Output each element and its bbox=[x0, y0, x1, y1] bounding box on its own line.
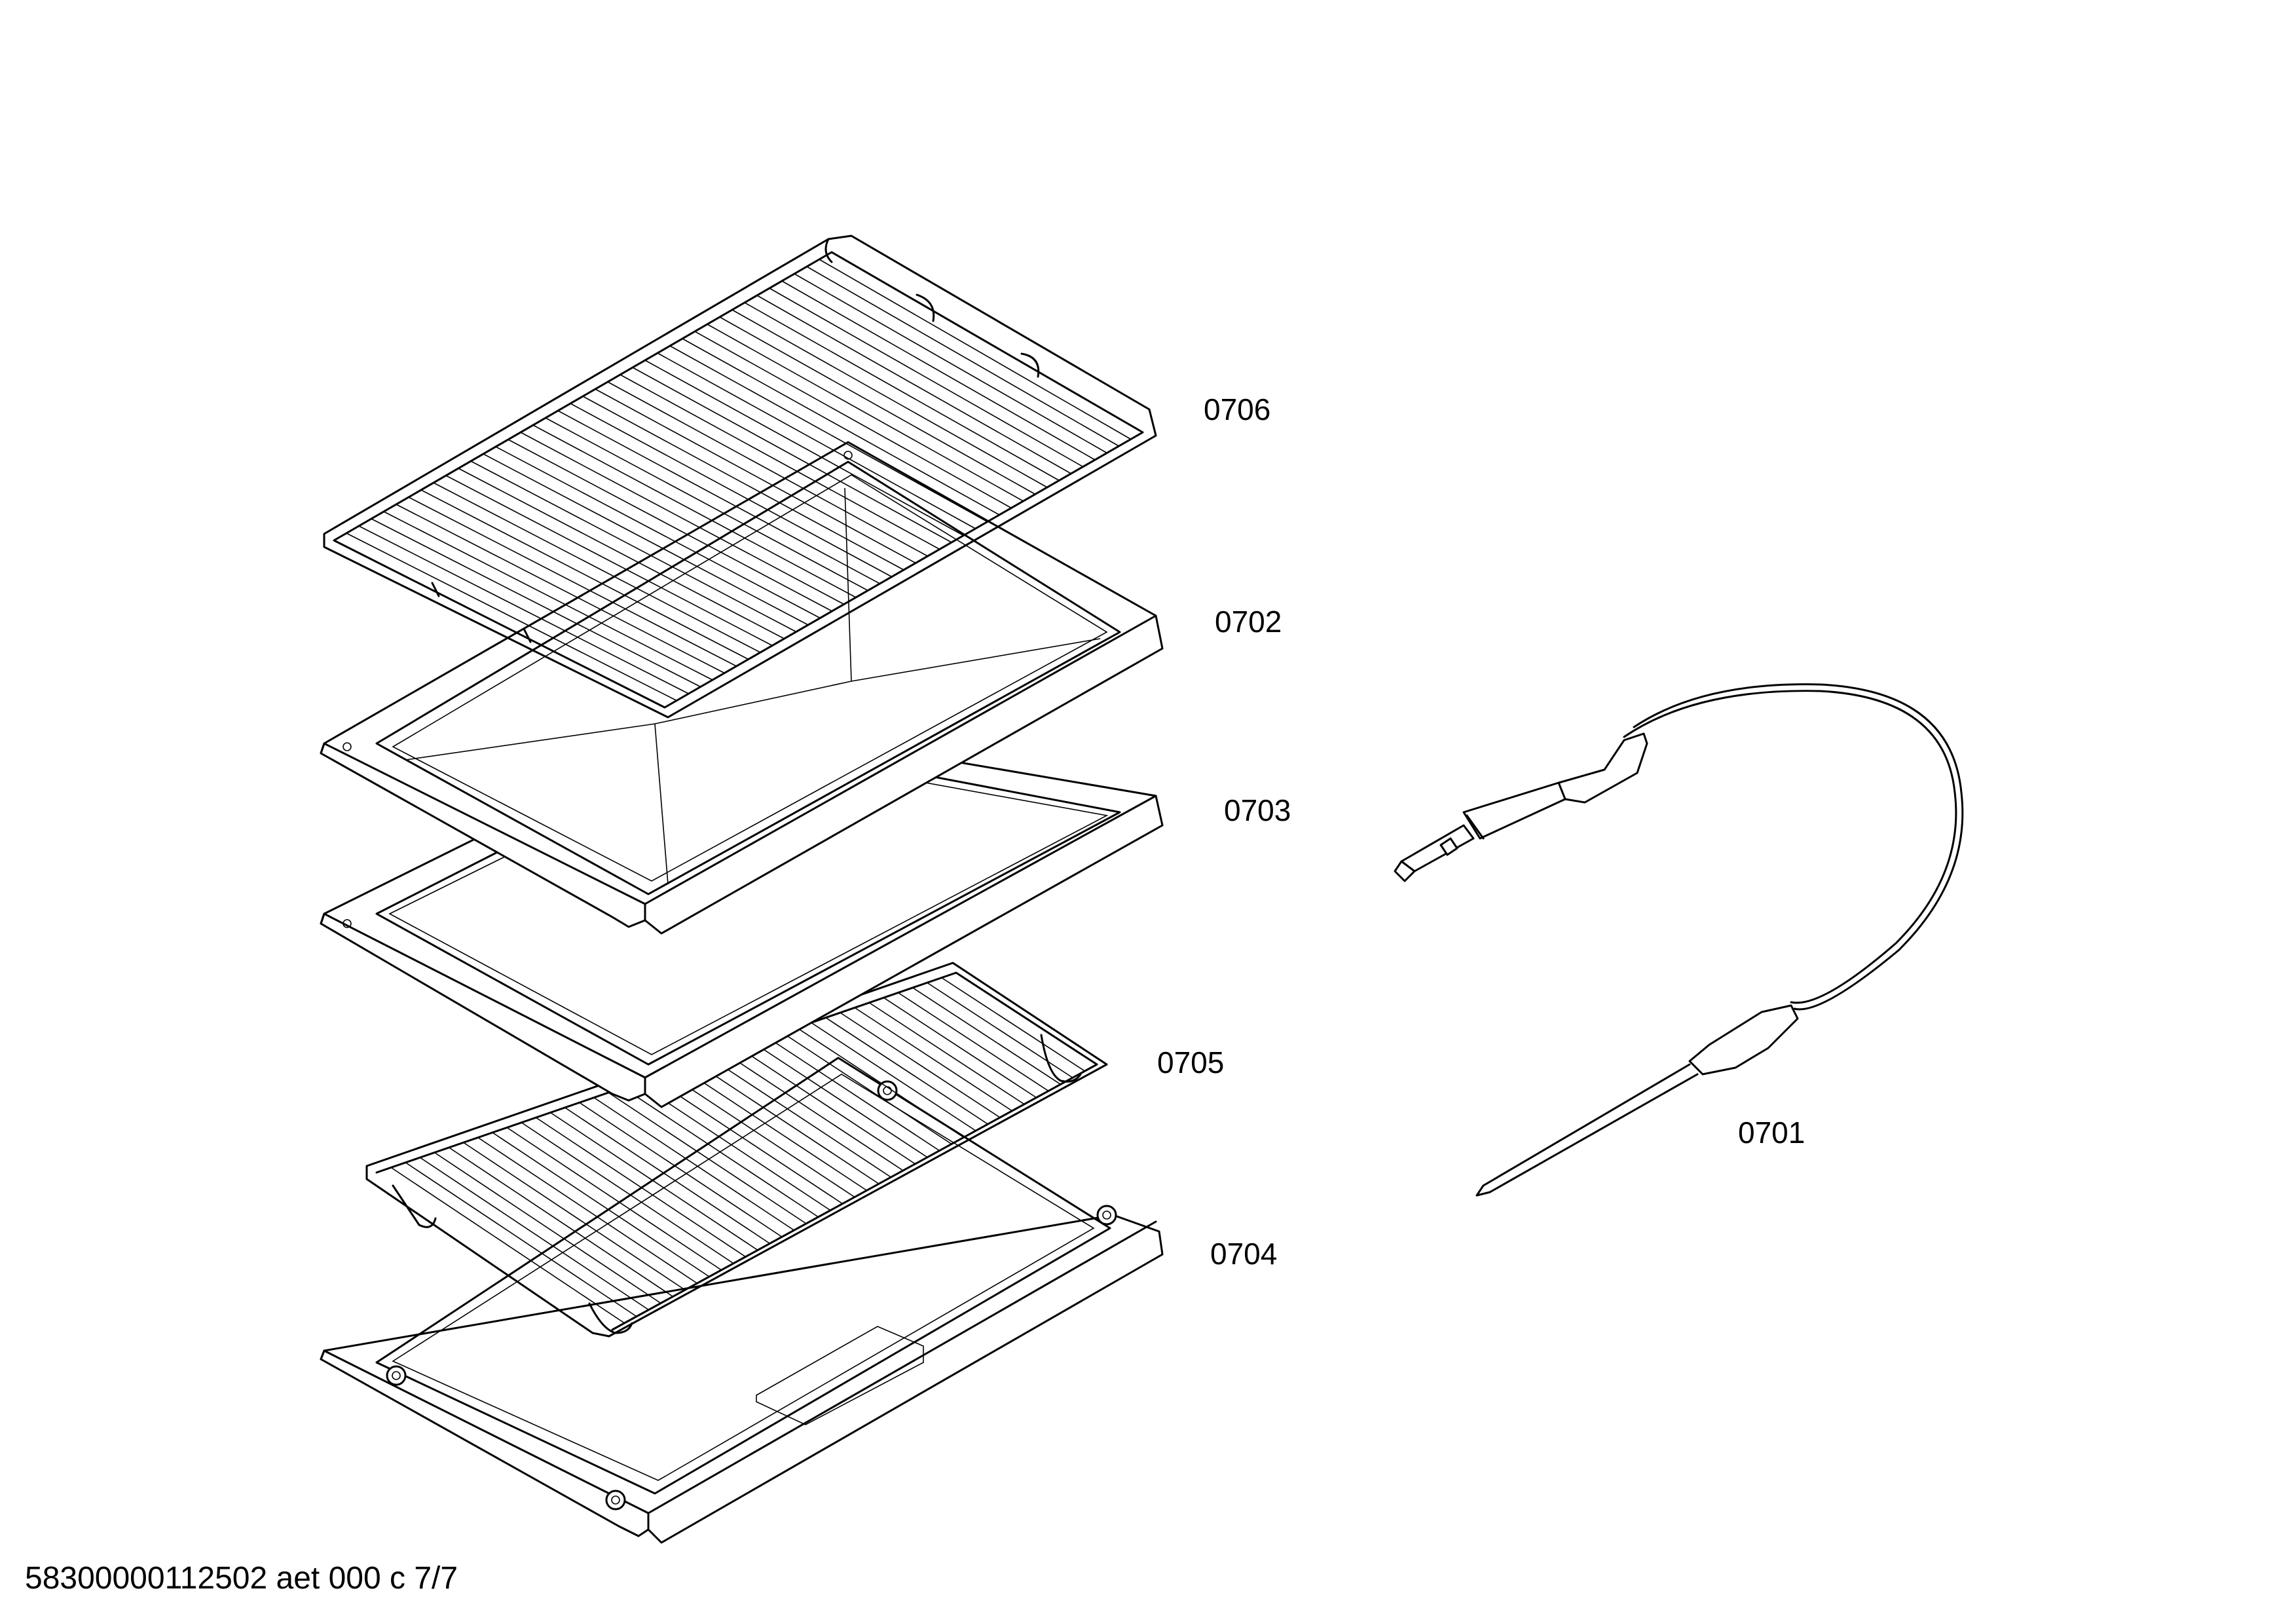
rack-bar bbox=[477, 1136, 697, 1284]
rack-bar bbox=[794, 273, 1107, 454]
rack-bar bbox=[433, 482, 761, 653]
rack-bar bbox=[545, 417, 868, 591]
rack-bar bbox=[912, 987, 1061, 1085]
rack-bar bbox=[595, 388, 916, 564]
rack-bar bbox=[358, 525, 689, 694]
rack-bar bbox=[371, 518, 701, 688]
rack-bar bbox=[492, 1132, 710, 1277]
rack-bar bbox=[898, 992, 1049, 1092]
rack-bar bbox=[731, 309, 1048, 488]
rack-bar bbox=[508, 439, 832, 612]
rack-bar bbox=[483, 453, 809, 626]
rack-bar bbox=[709, 1057, 891, 1178]
rack-bar bbox=[579, 1102, 783, 1237]
rack-bar bbox=[744, 302, 1060, 481]
part-label-0705: 0705 bbox=[1157, 1045, 1225, 1079]
deep-tray bbox=[320, 441, 1164, 935]
rack-bar bbox=[782, 1032, 952, 1145]
rack-bar bbox=[570, 403, 893, 578]
rack-bar bbox=[806, 266, 1119, 447]
rack-bar bbox=[840, 1012, 1001, 1118]
rack-bar bbox=[756, 295, 1071, 474]
document-footer-code: 58300000112502 aet 000 c 7/7 bbox=[25, 1561, 458, 1596]
rack-bar bbox=[620, 374, 940, 550]
wire-rack-top bbox=[323, 235, 1157, 719]
part-label-0703: 0703 bbox=[1224, 793, 1291, 827]
rack-bar bbox=[532, 424, 857, 598]
rack-bar bbox=[458, 468, 785, 639]
rack-bar bbox=[520, 432, 845, 605]
rack-bar bbox=[408, 497, 737, 667]
rack-bar bbox=[521, 1122, 734, 1264]
rack-bar bbox=[883, 997, 1037, 1098]
rack-bar bbox=[495, 446, 821, 619]
rack-bar bbox=[550, 1112, 758, 1251]
meat-probe bbox=[1394, 683, 1964, 1197]
rack-bar bbox=[449, 1147, 673, 1298]
rack-bar bbox=[811, 1022, 976, 1131]
rack-bar bbox=[719, 316, 1036, 495]
rack-bar bbox=[390, 1167, 625, 1324]
rack-bar bbox=[767, 1037, 940, 1152]
rack-bar bbox=[695, 1062, 880, 1184]
rack-bar bbox=[535, 1117, 746, 1258]
rack-bar bbox=[941, 977, 1085, 1072]
rack-bar bbox=[420, 489, 749, 660]
rack-bar bbox=[463, 1142, 686, 1290]
rack-bar bbox=[565, 1107, 770, 1245]
rack-bar bbox=[854, 1007, 1012, 1112]
rack-bar bbox=[608, 1092, 807, 1224]
part-label-0702: 0702 bbox=[1215, 605, 1282, 639]
rack-bar bbox=[644, 360, 964, 536]
rack-bar bbox=[434, 1152, 661, 1304]
rack-bar bbox=[819, 259, 1132, 440]
rack-bar bbox=[796, 1027, 964, 1138]
rack-bar bbox=[666, 1072, 855, 1198]
rack-bar bbox=[396, 504, 725, 674]
rack-bar bbox=[557, 410, 880, 584]
rack-bar bbox=[582, 396, 904, 571]
rack-bar bbox=[927, 982, 1073, 1078]
rack-bar bbox=[405, 1162, 637, 1317]
part-label-0704: 0704 bbox=[1210, 1237, 1278, 1271]
rack-bar bbox=[593, 1097, 794, 1231]
rack-bar bbox=[622, 1087, 819, 1218]
rack-bar bbox=[657, 352, 976, 529]
rack-bar bbox=[752, 1042, 928, 1158]
rack-bar bbox=[680, 1067, 867, 1192]
rack-bar bbox=[346, 533, 677, 702]
part-label-0701: 0701 bbox=[1738, 1116, 1805, 1150]
rack-bar bbox=[445, 475, 773, 647]
rack-bar bbox=[825, 1017, 988, 1125]
rack-bar bbox=[651, 1077, 843, 1205]
rack-bar bbox=[669, 345, 988, 523]
rack-bar bbox=[383, 511, 713, 681]
rack-bar bbox=[724, 1052, 904, 1171]
rack-bar bbox=[682, 338, 1000, 516]
wire-rack-bottom bbox=[365, 962, 1108, 1338]
rack-bar bbox=[738, 1047, 916, 1165]
rack-bar bbox=[470, 460, 797, 633]
rack-bar bbox=[506, 1127, 722, 1271]
rack-bar bbox=[868, 1002, 1025, 1105]
base-tray bbox=[320, 1057, 1164, 1544]
rack-bar bbox=[707, 324, 1024, 502]
rack-bar bbox=[694, 331, 1012, 509]
part-label-0706: 0706 bbox=[1204, 392, 1271, 426]
rack-bar bbox=[419, 1157, 649, 1311]
rack-bar bbox=[607, 381, 928, 557]
rack-bar bbox=[637, 1082, 831, 1211]
rack-bar bbox=[769, 288, 1084, 468]
rack-bar bbox=[781, 280, 1096, 460]
rack-bar bbox=[632, 367, 952, 543]
